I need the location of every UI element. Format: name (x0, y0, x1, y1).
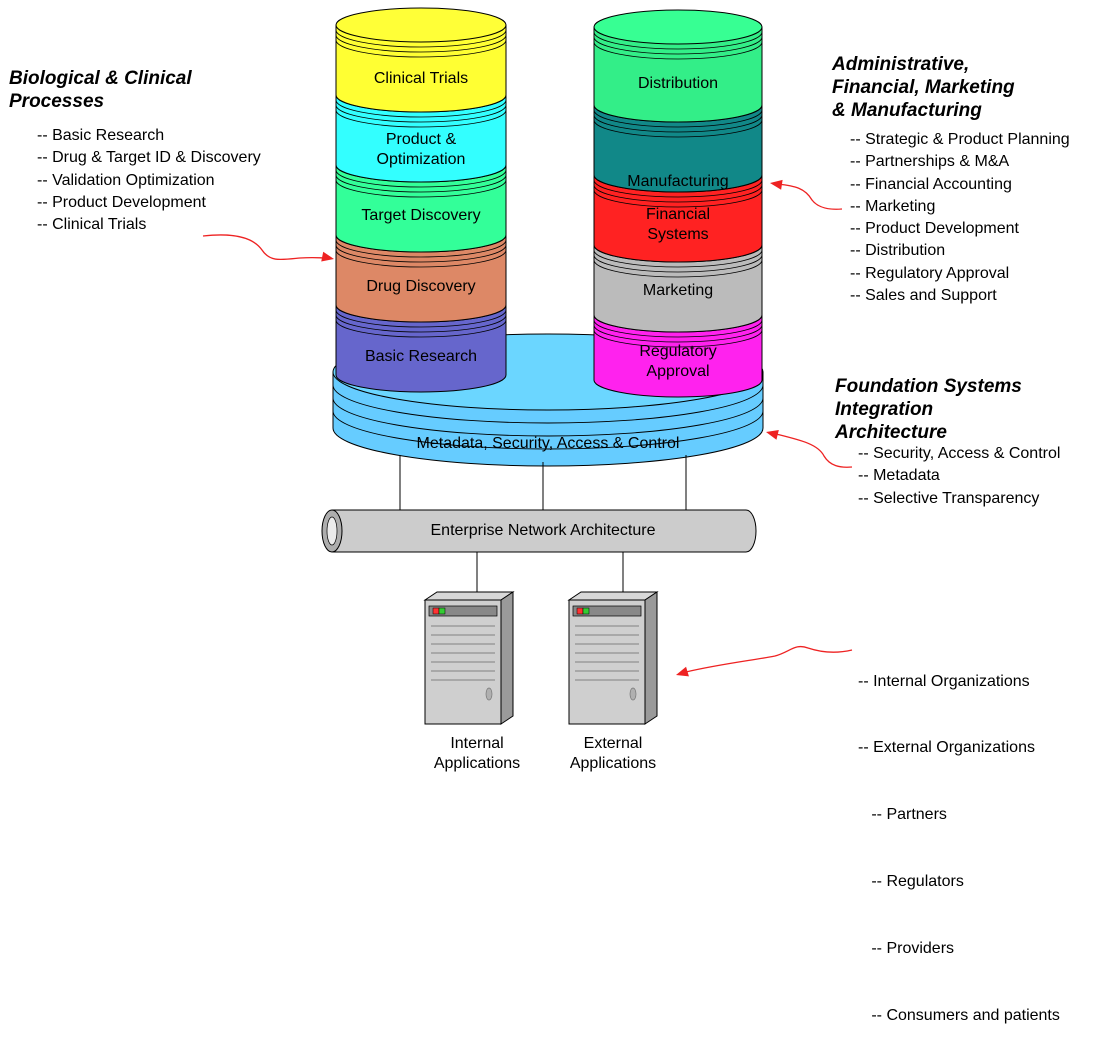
arrow-biological (202, 234, 334, 262)
list-item: -- Marketing (850, 197, 936, 215)
cylinder-label-product-optimization: Product & Optimization (376, 131, 466, 168)
list-item: -- Regulatory Approval (850, 264, 1010, 282)
foundation-platter-front (332, 384, 764, 450)
list-item: -- Regulators (858, 873, 964, 891)
cylinder-label-marketing: Marketing (642, 282, 714, 299)
server-internal (423, 591, 515, 725)
arrow-organizations (676, 645, 853, 677)
cylinder-label-target-discovery: Target Discovery (361, 207, 481, 224)
list-item: -- Consumers and patients (858, 1007, 1060, 1025)
cylinder-label-distribution: Distribution (637, 75, 719, 92)
biological-list: -- Basic Research -- Drug & Target ID & … (37, 125, 261, 236)
cylinder-label-financial-systems: Financial Systems (645, 206, 711, 243)
list-item: -- Selective Transparency (858, 489, 1040, 507)
arrow-administrative (770, 179, 843, 210)
list-item: -- Providers (858, 940, 955, 958)
server-group (423, 591, 659, 725)
cylinder-label-drug-discovery: Drug Discovery (366, 278, 476, 295)
list-item: -- Product Development (37, 193, 206, 211)
list-item: -- Strategic & Product Planning (850, 131, 1070, 148)
left-cylinder-stack (335, 7, 507, 393)
cylinder-label-manufacturing: Manufacturing (627, 173, 729, 190)
foundation-heading: Foundation Systems Integration Architect… (835, 376, 1022, 443)
server-label-external: External Applications (569, 735, 657, 772)
list-item: -- Product Development (850, 220, 1019, 238)
cylinder-clinical-trials (335, 7, 507, 113)
list-item: -- External Organizations (858, 739, 1035, 757)
list-item: -- Validation Optimization (37, 171, 215, 189)
cylinder-distribution (593, 9, 763, 123)
list-item: -- Internal Organizations (858, 672, 1030, 690)
network-label: Enterprise Network Architecture (430, 522, 656, 539)
cylinder-label-basic-research: Basic Research (364, 348, 478, 365)
server-label-internal: Internal Applications (433, 735, 521, 772)
arrow-foundation (766, 430, 853, 468)
foundation-list: -- Security, Access & Control -- Metadat… (858, 443, 1060, 510)
organizations-list: -- Internal Organizations -- External Or… (858, 626, 1060, 1050)
list-item: -- Distribution (850, 242, 946, 260)
administrative-list: -- Strategic & Product Planning -- Partn… (850, 129, 1070, 307)
list-item: -- Drug & Target ID & Discovery (37, 149, 261, 167)
list-item: -- Partnerships & M&A (850, 153, 1010, 171)
list-item: -- Security, Access & Control (858, 445, 1061, 462)
list-item: -- Basic Research (37, 127, 165, 144)
cylinder-label-regulatory-approval: Regulatory Approval (639, 343, 717, 380)
network-pipe (321, 509, 757, 553)
list-item: -- Financial Accounting (850, 175, 1012, 193)
list-item: -- Partners (858, 806, 947, 824)
server-external (567, 591, 659, 725)
list-item: -- Metadata (858, 467, 940, 485)
administrative-heading: Administrative, Financial, Marketing & M… (832, 54, 1015, 121)
list-item: -- Sales and Support (850, 287, 997, 305)
cylinder-label-clinical-trials: Clinical Trials (373, 70, 469, 87)
list-item: -- Clinical Trials (37, 216, 147, 234)
annotation-arrows (202, 179, 853, 677)
right-cylinder-stack (593, 9, 763, 398)
architecture-diagram (202, 7, 853, 725)
biological-heading: Biological & Clinical Processes (9, 68, 192, 112)
foundation-label: Metadata, Security, Access & Control (416, 435, 680, 452)
